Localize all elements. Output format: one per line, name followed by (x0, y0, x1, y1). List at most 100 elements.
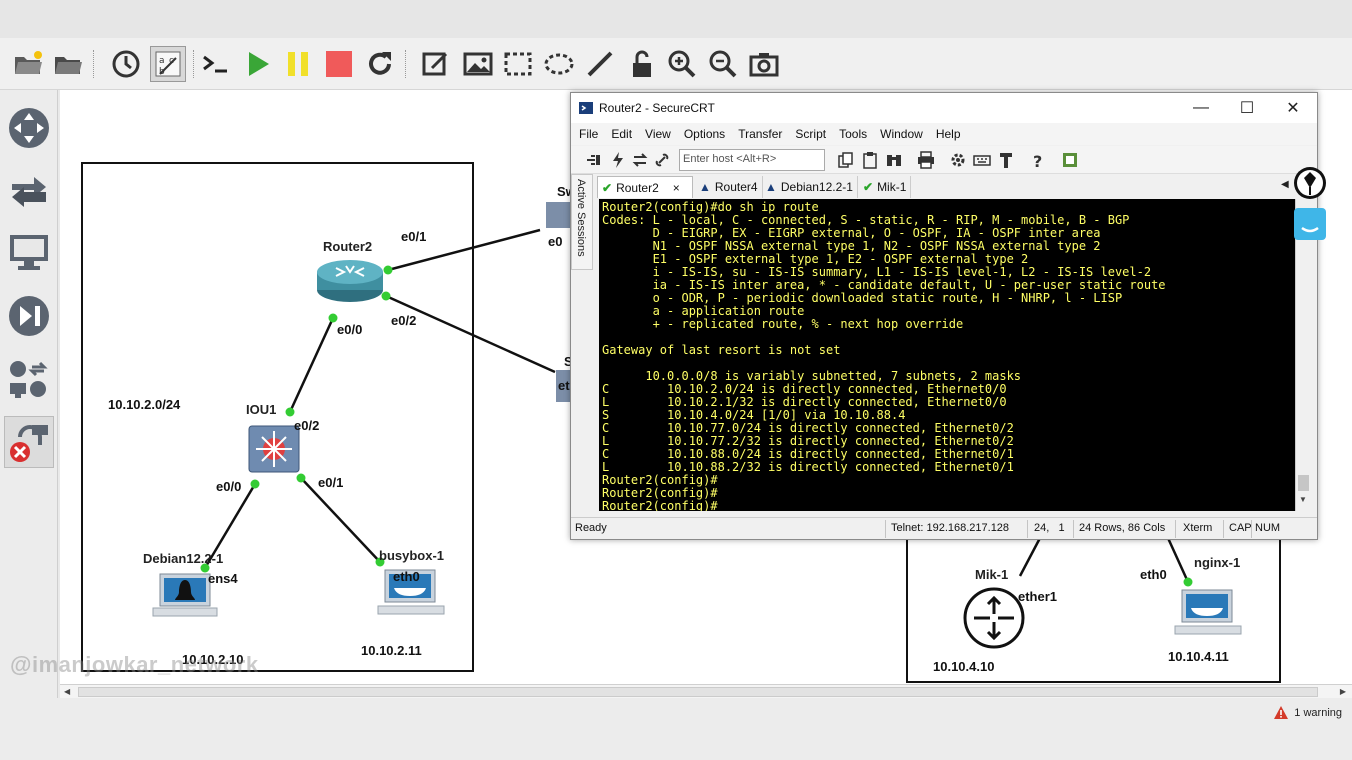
zoom-out-icon[interactable] (705, 46, 741, 82)
securecrt-window[interactable]: Router2 - SecureCRT — ☐ ✕ File Edit View… (570, 92, 1318, 540)
minimize-button[interactable]: — (1193, 99, 1209, 116)
ip-label: 10.10.4.10 (933, 659, 994, 674)
menu-window[interactable]: Window (880, 127, 923, 141)
browse-routers-icon[interactable] (4, 102, 54, 154)
rectangle-icon[interactable] (500, 46, 536, 82)
ellipse-icon[interactable] (541, 46, 577, 82)
find-icon[interactable] (885, 151, 903, 169)
link-iou1-busybox[interactable] (300, 477, 381, 563)
tab-mik[interactable]: ✔ Mik-1 (859, 176, 912, 198)
lock-icon[interactable] (624, 46, 660, 82)
tab-label: Router4 (714, 180, 758, 194)
menu-transfer[interactable]: Transfer (738, 127, 783, 141)
close-button[interactable]: ✕ (1286, 100, 1300, 117)
crt-toolbar: Enter host <Alt+R> ? (571, 146, 1317, 174)
connect-icon[interactable] (585, 151, 603, 169)
reload-icon[interactable] (362, 46, 398, 82)
browse-switches-icon[interactable] (4, 164, 54, 216)
tab-router2[interactable]: ✔ Router2 × (597, 176, 693, 198)
horizontal-scrollbar[interactable]: ◀ ▶ (60, 684, 1352, 698)
pause-icon[interactable] (280, 46, 316, 82)
scroll-down-icon[interactable]: ▼ (1299, 495, 1307, 504)
link-router2-iou1[interactable] (288, 317, 335, 413)
settings-gear-icon[interactable] (949, 151, 967, 169)
browse-end-devices-icon[interactable] (4, 226, 54, 278)
play-icon[interactable] (240, 46, 276, 82)
svg-text:a: a (159, 56, 165, 66)
menu-view[interactable]: View (645, 127, 671, 141)
menu-options[interactable]: Options (683, 127, 726, 141)
mik-node[interactable] (963, 587, 1025, 649)
warning-triangle-icon: ▲ (699, 180, 711, 194)
menu-tools[interactable]: Tools (839, 127, 868, 141)
annotate-icon[interactable]: acb (150, 46, 186, 82)
scroll-right-icon[interactable]: ▶ (1339, 687, 1346, 696)
link-router2-switch[interactable] (387, 228, 541, 272)
crt-title-bar[interactable]: Router2 - SecureCRT — ☐ ✕ (571, 93, 1317, 123)
menu-script[interactable]: Script (795, 127, 827, 141)
menu-edit[interactable]: Edit (611, 127, 633, 141)
quick-connect-icon[interactable] (609, 151, 627, 169)
terminal-scrollbar[interactable]: ▼ (1295, 199, 1311, 511)
add-link-icon[interactable] (4, 416, 54, 468)
console-icon[interactable] (198, 46, 234, 82)
warning-indicator[interactable]: 1 warning (1274, 706, 1342, 719)
tab-scroll-left-icon[interactable]: ◀ (1281, 179, 1289, 190)
debian-node[interactable] (152, 573, 218, 617)
menu-file[interactable]: File (579, 127, 599, 141)
pen-tool-icon[interactable] (1293, 166, 1327, 200)
watermark: @imanjowkar_network (10, 652, 259, 677)
maximize-button[interactable]: ☐ (1239, 100, 1255, 117)
tools-icon[interactable] (997, 151, 1015, 169)
close-tab-icon[interactable]: × (672, 180, 680, 195)
link-router2-switch2[interactable] (385, 294, 556, 374)
active-sessions-panel[interactable]: Active Sessions (571, 174, 593, 270)
link-iou1-debian[interactable] (203, 483, 257, 569)
image-icon[interactable] (460, 46, 496, 82)
port-label: ens4 (208, 571, 238, 586)
reconnect-icon[interactable] (631, 151, 649, 169)
router2-node[interactable] (317, 260, 383, 302)
scrollbar-thumb[interactable] (78, 687, 1318, 697)
toolbar-separator (93, 50, 95, 78)
help-icon[interactable]: ? (1029, 151, 1047, 169)
open-file-icon[interactable] (10, 46, 46, 82)
edit-icon[interactable] (418, 46, 454, 82)
host-input[interactable]: Enter host <Alt+R> (679, 149, 825, 171)
print-icon[interactable] (917, 151, 935, 169)
connected-check-icon: ✔ (602, 180, 613, 195)
tab-debian[interactable]: ▲ Debian12.2-1 (761, 176, 858, 198)
smile-icon[interactable] (1294, 208, 1326, 240)
nginx-node[interactable] (1174, 589, 1242, 635)
browse-all-devices-icon[interactable] (4, 354, 54, 406)
debian-label: Debian12.2-1 (143, 551, 223, 566)
sftp-icon[interactable] (1061, 151, 1079, 169)
line-icon[interactable] (582, 46, 618, 82)
copy-icon[interactable] (837, 151, 855, 169)
disconnect-icon[interactable] (653, 151, 671, 169)
iou1-node[interactable] (248, 425, 300, 473)
status-ready: Ready (575, 522, 607, 534)
stop-icon[interactable] (321, 46, 357, 82)
terminal-text: Router2(config)#do sh ip route Codes: L … (602, 200, 1166, 512)
zoom-in-icon[interactable] (664, 46, 700, 82)
paste-icon[interactable] (861, 151, 879, 169)
terminal-output[interactable]: Router2(config)#do sh ip route Codes: L … (599, 199, 1295, 511)
scrollbar-thumb[interactable] (1298, 475, 1309, 491)
status-cap: CAP (1229, 522, 1252, 534)
open-folder-icon[interactable] (50, 46, 86, 82)
clock-icon[interactable] (108, 46, 144, 82)
keymap-icon[interactable] (973, 151, 991, 169)
warning-icon (1274, 706, 1289, 719)
busybox-node[interactable] (377, 569, 445, 615)
link-mik-upstream[interactable] (1018, 537, 1042, 577)
tab-router4[interactable]: ▲ Router4 (695, 176, 763, 198)
browse-security-devices-icon[interactable] (4, 290, 54, 342)
port-dots (200, 265, 1193, 587)
screenshot-icon[interactable] (746, 46, 782, 82)
scroll-left-icon[interactable]: ◀ (64, 687, 71, 696)
link-nginx-upstream[interactable] (1166, 537, 1190, 583)
menu-help[interactable]: Help (935, 127, 961, 141)
warning-triangle-icon: ▲ (765, 180, 777, 194)
